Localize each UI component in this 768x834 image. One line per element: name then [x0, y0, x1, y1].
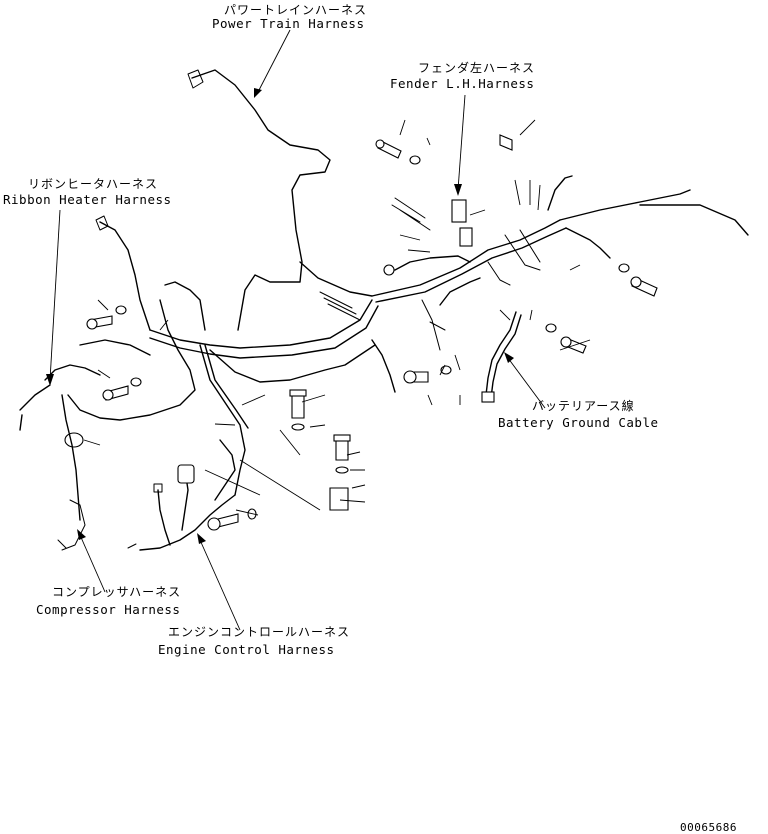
ribbon-heater-harness-label: Ribbon Heater Harness [3, 192, 172, 207]
battery-ground-cable-drawing [481, 311, 522, 403]
bolts-washers [86, 134, 658, 531]
power-train-harness-label: Power Train Harness [212, 16, 365, 31]
main-harness-trunk [149, 299, 396, 496]
engine-control-harness-jp-label: エンジンコントロールハーネス [168, 625, 351, 639]
engine-control-harness-label: Engine Control Harness [158, 642, 335, 657]
compressor-harness-drawing [57, 394, 86, 551]
fender-lh-harness-label: Fender L.H.Harness [390, 76, 535, 91]
battery-ground-cable-label: Battery Ground Cable [498, 415, 659, 430]
power-train-harness-drawing [187, 69, 373, 331]
power-train-harness-jp-label: パワートレインハーネス [224, 3, 368, 17]
ribbon-heater-harness-jp-label: リボンヒータハーネス [28, 177, 159, 191]
compressor-harness-label: Compressor Harness [36, 602, 181, 617]
fender-lh-harness-jp-label: フェンダ左ハーネス [418, 61, 536, 75]
engine-control-harness-drawing [127, 439, 236, 551]
battery-ground-cable-jp-label: バッテリアース線 [532, 399, 635, 413]
drawing-number: 00065686 [680, 821, 737, 834]
leader-lines [46, 29, 591, 631]
compressor-harness-jp-label: コンプレッサハーネス [52, 585, 182, 599]
ribbon-heater-harness-drawing [19, 215, 206, 448]
fender-lh-harness-drawing [371, 175, 749, 351]
